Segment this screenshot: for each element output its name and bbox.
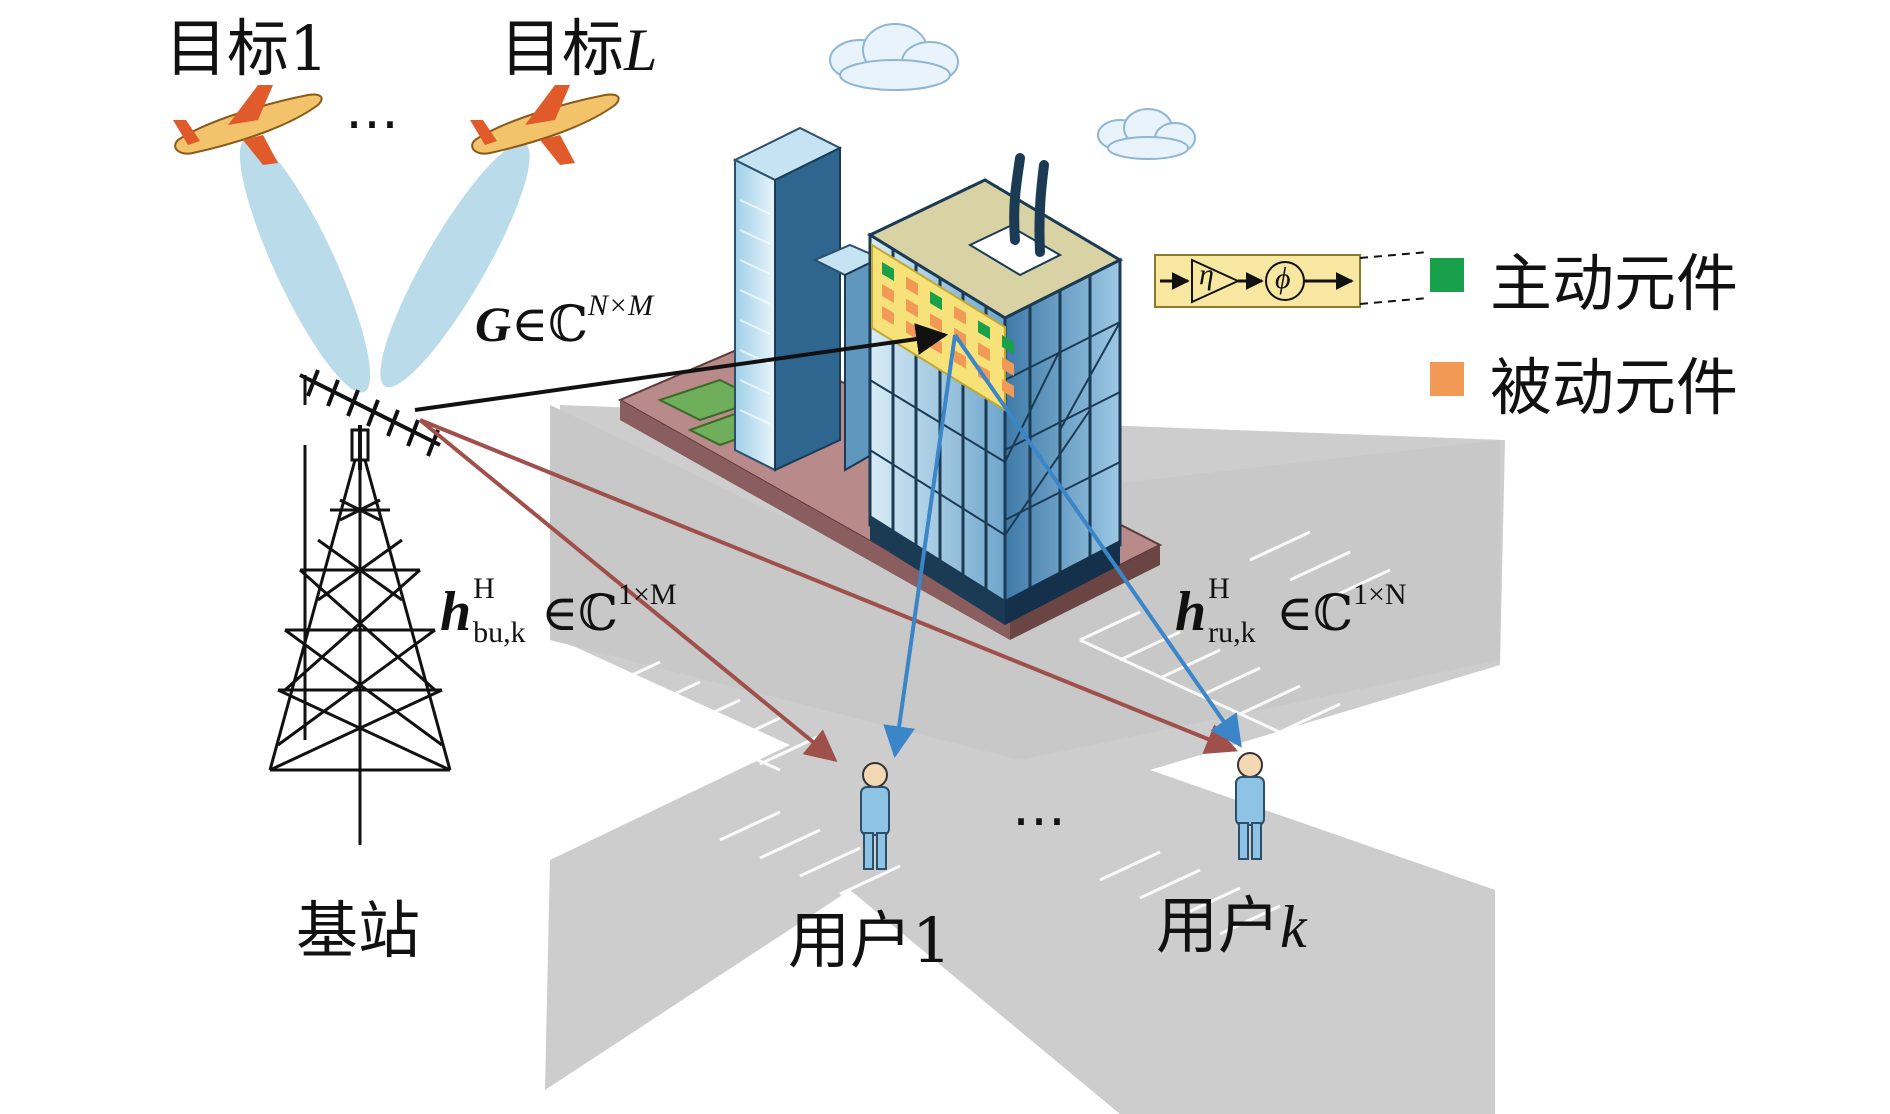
user-1-label: 用户1 bbox=[788, 904, 952, 977]
ris-passive-element bbox=[1002, 357, 1014, 376]
target-L-var: L bbox=[624, 17, 658, 83]
ris-active-element bbox=[882, 262, 894, 281]
channel-links bbox=[414, 323, 1242, 763]
building-icon bbox=[732, 126, 883, 472]
base-station-label: 基站 bbox=[296, 894, 421, 967]
phase-symbol: ϕ bbox=[1275, 262, 1291, 295]
ris-passive-element bbox=[882, 284, 894, 303]
ris-passive-element bbox=[1002, 379, 1014, 398]
channel-G-set: ∈ℂ bbox=[511, 296, 588, 352]
channel-hbu-dims: 1×M bbox=[617, 578, 677, 611]
channel-hbu-symbol: h bbox=[440, 581, 472, 643]
channel-hbu-set: ∈ℂ bbox=[541, 585, 618, 641]
ris-passive-element bbox=[906, 276, 918, 296]
legend-passive-label: 被动元件 bbox=[1490, 351, 1739, 424]
link-bs-ris bbox=[414, 323, 949, 412]
link-ris-user-1 bbox=[883, 334, 957, 759]
ris-passive-element bbox=[882, 306, 894, 325]
user-k-var: k bbox=[1280, 894, 1307, 960]
channel-hru-dims: 1×N bbox=[1352, 578, 1407, 611]
ris-passive-element bbox=[906, 298, 918, 318]
channel-G-label: G∈ℂN×M bbox=[475, 289, 653, 353]
channel-hbu-sub: bu,k bbox=[473, 616, 526, 649]
beam-to-target-L bbox=[380, 142, 530, 388]
channel-G-dims: N×M bbox=[587, 289, 654, 322]
link-bs-user-k bbox=[419, 418, 1238, 755]
active-element-circuit bbox=[1154, 251, 1429, 308]
ris-passive-element bbox=[954, 349, 966, 369]
legend-active-swatch bbox=[1430, 258, 1464, 292]
user-icon bbox=[860, 762, 890, 870]
sensing-beams bbox=[239, 137, 530, 393]
ris-active-element bbox=[930, 291, 942, 311]
target-L-prefix: 目标 bbox=[500, 12, 625, 85]
ris-passive-element bbox=[978, 342, 990, 362]
user-icon bbox=[1235, 752, 1265, 860]
ris-active-element bbox=[978, 320, 990, 340]
antenna-icon bbox=[1009, 153, 1049, 257]
airplane-icon bbox=[470, 85, 620, 165]
targets-ellipsis: … bbox=[345, 78, 401, 141]
user-k-prefix: 用户 bbox=[1156, 889, 1281, 962]
channel-hru-symbol: h bbox=[1175, 581, 1207, 643]
amplifier-icon bbox=[1191, 258, 1241, 304]
cloud-icon bbox=[829, 23, 1196, 160]
users-ellipsis: … bbox=[1012, 775, 1068, 838]
ris-active-element bbox=[1002, 335, 1014, 354]
channel-hru-set: ∈ℂ bbox=[1276, 585, 1353, 641]
channel-hru-sup: H bbox=[1208, 572, 1230, 605]
legend-passive-swatch bbox=[1430, 362, 1464, 396]
target-1-label: 目标1 bbox=[165, 12, 329, 85]
channel-G-symbol: G bbox=[475, 296, 512, 352]
channel-hbu-sup: H bbox=[473, 572, 495, 605]
parking-lines bbox=[599, 530, 1391, 936]
beam-to-target-1 bbox=[239, 137, 371, 393]
user-k-label: 用户k bbox=[1156, 875, 1307, 965]
channel-hru-sub: ru,k bbox=[1208, 616, 1256, 649]
tower-icon bbox=[268, 375, 452, 845]
amp-symbol: η bbox=[1199, 258, 1214, 291]
ris-passive-element bbox=[954, 327, 966, 347]
link-ris-user-k bbox=[953, 333, 1242, 748]
ris-passive-element bbox=[954, 305, 966, 325]
link-bs-user-1 bbox=[418, 418, 838, 763]
antenna-array bbox=[299, 369, 441, 470]
target-L-label: 目标L bbox=[500, 0, 657, 88]
legend-active-label: 主动元件 bbox=[1490, 247, 1739, 320]
airplane-icon bbox=[173, 85, 323, 165]
